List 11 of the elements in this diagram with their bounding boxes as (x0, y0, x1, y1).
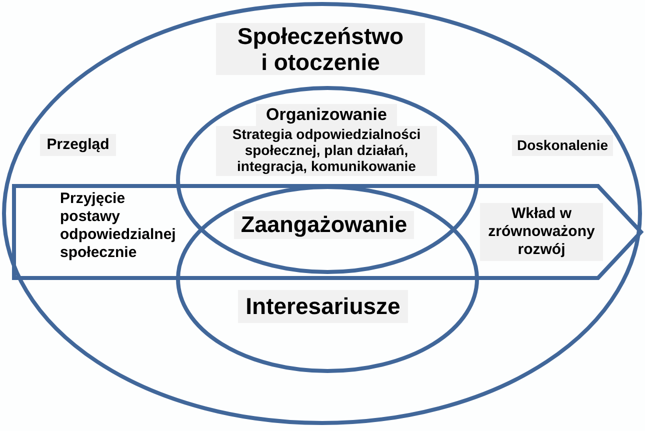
ellipse-title: Interesariusze (238, 290, 408, 323)
arrow-text: Przyjęcie postawy odpowiedzialnej społecznie (60, 190, 177, 262)
arrow-band (12, 184, 644, 280)
side-label: Doskonalenie (512, 135, 613, 156)
region-title: Społeczeństwo i otoczenie (216, 23, 425, 75)
description-text: Strategia odpowiedzialności społecznej, plan działań, integracja, komunikowanie (216, 126, 437, 176)
overlap-label: Zaangażowanie (234, 211, 414, 239)
outer-ellipse (2, 2, 642, 425)
arrow-text: Wkład w zrównoważony rozwój (480, 203, 603, 261)
side-label: Przegląd (40, 134, 116, 156)
ellipse-title: Organizowanie (256, 104, 397, 126)
